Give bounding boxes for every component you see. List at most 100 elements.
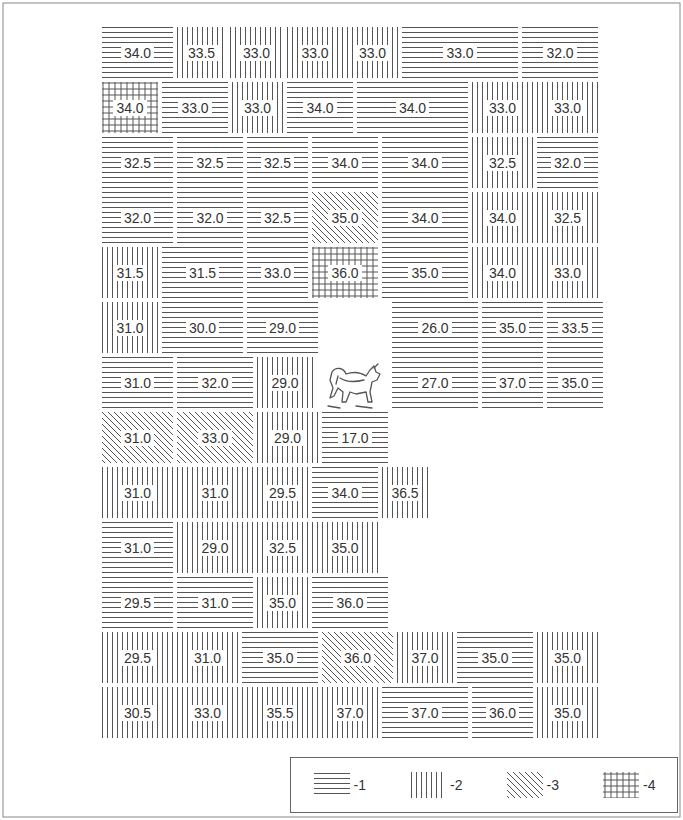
plot-cell: 29.5 xyxy=(100,630,175,685)
plot-cell: 32.5 xyxy=(470,135,535,190)
hatch-fill xyxy=(177,632,238,683)
hatch-fill xyxy=(382,192,468,243)
elevation-value: 32.5 xyxy=(193,155,226,171)
plot-cell: 32.0 xyxy=(175,190,245,245)
elevation-value: 33.0 xyxy=(551,265,584,281)
elevation-value: 32.5 xyxy=(121,155,154,171)
elevation-value: 32.0 xyxy=(198,375,231,391)
hatch-fill xyxy=(312,522,378,573)
elevation-value: 32.5 xyxy=(551,210,584,226)
plot-cell: 32.5 xyxy=(245,135,310,190)
hatch-fill xyxy=(537,247,598,298)
hatch-fill xyxy=(177,687,238,738)
hatch-fill xyxy=(547,357,603,408)
hatch-fill xyxy=(472,82,533,133)
hatch-fill xyxy=(102,632,173,683)
diagonal-hatch-swatch xyxy=(506,771,544,799)
hatch-fill xyxy=(537,192,598,243)
plot-cell: 34.0 xyxy=(380,190,470,245)
hatch-fill xyxy=(102,687,173,738)
elevation-value: 35.0 xyxy=(551,650,584,666)
elevation-value: 35.0 xyxy=(328,210,361,226)
elevation-value: 37.0 xyxy=(408,650,441,666)
hatch-fill xyxy=(247,192,308,243)
hatch-fill xyxy=(162,247,243,298)
hatch-fill xyxy=(547,302,603,353)
plot-cell: 34.0 xyxy=(100,25,175,80)
elevation-value: 31.0 xyxy=(191,650,224,666)
plot-cell: 29.5 xyxy=(255,465,310,520)
plot-cell: 32.5 xyxy=(245,190,310,245)
elevation-value: 35.0 xyxy=(478,650,511,666)
elevation-value: 29.5 xyxy=(266,485,299,501)
plot-cell: 31.0 xyxy=(100,300,160,355)
plot-cell: 37.0 xyxy=(320,685,380,740)
plot-cell: 36.0 xyxy=(310,575,390,630)
plot-cell: 33.0 xyxy=(230,80,285,135)
hatch-fill xyxy=(312,247,378,298)
hatch-fill xyxy=(472,192,533,243)
hatch-fill xyxy=(102,247,158,298)
plot-cell: 31.0 xyxy=(175,630,240,685)
plot-cell: 31.5 xyxy=(160,245,245,300)
elevation-value: 35.5 xyxy=(263,705,296,721)
legend-label: -3 xyxy=(547,777,559,793)
elevation-value: 29.0 xyxy=(271,430,304,446)
elevation-value: 34.0 xyxy=(121,45,154,61)
elevation-value: 32.5 xyxy=(486,155,519,171)
hatch-fill xyxy=(482,357,543,408)
elevation-value: 34.0 xyxy=(486,265,519,281)
plot-cell: 32.0 xyxy=(535,135,600,190)
plot-cell: 29.0 xyxy=(255,355,315,410)
hatch-fill xyxy=(357,82,468,133)
hatch-fill xyxy=(392,302,478,353)
hatch-fill xyxy=(347,27,398,78)
hatch-fill xyxy=(177,467,253,518)
hatch-fill xyxy=(257,412,318,463)
elevation-value: 31.5 xyxy=(186,265,219,281)
hatch-fill xyxy=(177,137,243,188)
hatch-fill xyxy=(257,577,308,628)
hatch-fill xyxy=(402,27,518,78)
elevation-value: 32.0 xyxy=(551,155,584,171)
hatch-fill xyxy=(177,577,253,628)
hatch-fill xyxy=(247,137,308,188)
elevation-value: 29.5 xyxy=(121,595,154,611)
plot-cell: 36.5 xyxy=(380,465,430,520)
elevation-value: 36.0 xyxy=(341,650,374,666)
plot-cell: 31.0 xyxy=(175,465,255,520)
plot-cell: 31.0 xyxy=(100,410,175,465)
legend-entry: -3 xyxy=(506,771,559,799)
elevation-value: 32.0 xyxy=(121,210,154,226)
elevation-value: 33.0 xyxy=(261,265,294,281)
hatch-fill xyxy=(102,27,173,78)
elevation-value: 29.0 xyxy=(198,540,231,556)
plot-cell: 33.0 xyxy=(345,25,400,80)
elevation-value: 34.0 xyxy=(408,155,441,171)
hatch-fill xyxy=(472,137,533,188)
elevation-value: 30.5 xyxy=(121,705,154,721)
hatch-fill xyxy=(457,632,533,683)
plot-cell: 32.5 xyxy=(100,135,175,190)
hatch-fill xyxy=(312,192,378,243)
hatch-fill xyxy=(537,687,598,738)
elevation-value: 29.5 xyxy=(121,650,154,666)
elevation-value: 33.0 xyxy=(241,100,274,116)
plot-cell: 35.0 xyxy=(480,300,545,355)
plot-cell: 35.0 xyxy=(535,630,600,685)
plot-cell: 34.0 xyxy=(355,80,470,135)
vertical-hatch-swatch xyxy=(409,771,447,799)
plot-cell: 34.0 xyxy=(470,190,535,245)
plot-cell: 35.0 xyxy=(310,520,380,575)
hatch-fill xyxy=(230,27,283,78)
elevation-value: 37.0 xyxy=(496,375,529,391)
elevation-value: 33.0 xyxy=(198,430,231,446)
plot-cell: 35.0 xyxy=(255,575,310,630)
hatch-fill xyxy=(472,247,533,298)
hatch-fill xyxy=(392,357,478,408)
plot-cell: 35.0 xyxy=(380,245,470,300)
elevation-value: 34.0 xyxy=(328,155,361,171)
plot-cell: 36.0 xyxy=(470,685,535,740)
elevation-value: 33.0 xyxy=(178,100,211,116)
hatch-fill xyxy=(102,82,158,133)
